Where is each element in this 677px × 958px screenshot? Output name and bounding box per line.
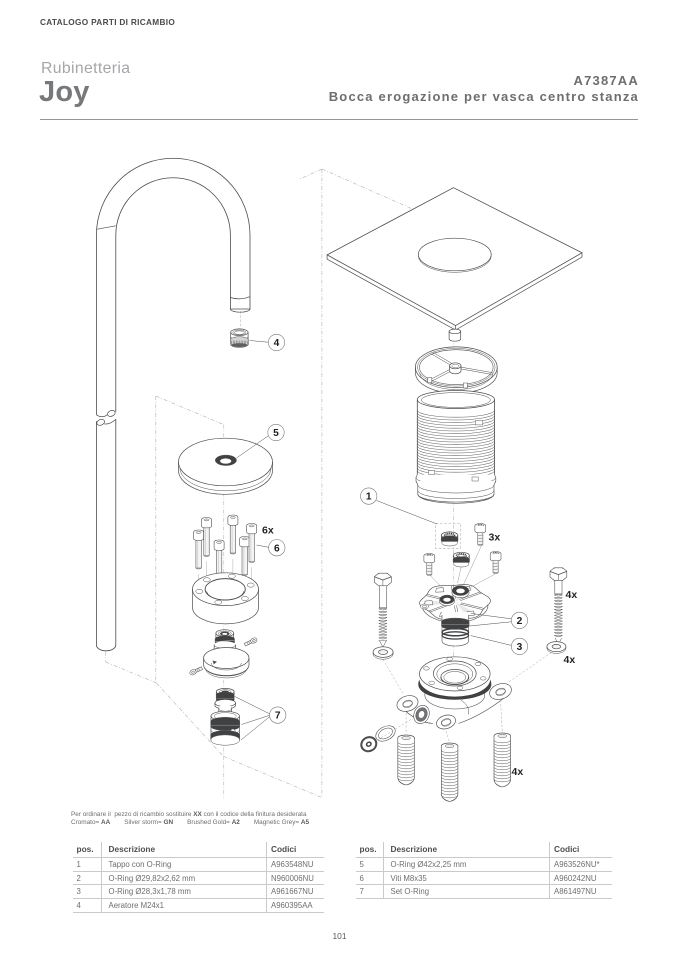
svg-text:1: 1 — [366, 492, 372, 503]
svg-text:4: 4 — [274, 338, 280, 349]
svg-text:4x: 4x — [564, 654, 576, 666]
svg-text:2: 2 — [517, 616, 523, 627]
svg-text:7: 7 — [275, 711, 281, 722]
svg-text:4x: 4x — [566, 589, 578, 601]
svg-text:3: 3 — [517, 642, 523, 653]
svg-text:4x: 4x — [512, 766, 524, 778]
svg-text:3x: 3x — [489, 532, 501, 544]
svg-text:5: 5 — [273, 428, 279, 439]
svg-text:6x: 6x — [262, 525, 274, 537]
svg-text:6: 6 — [274, 543, 280, 554]
